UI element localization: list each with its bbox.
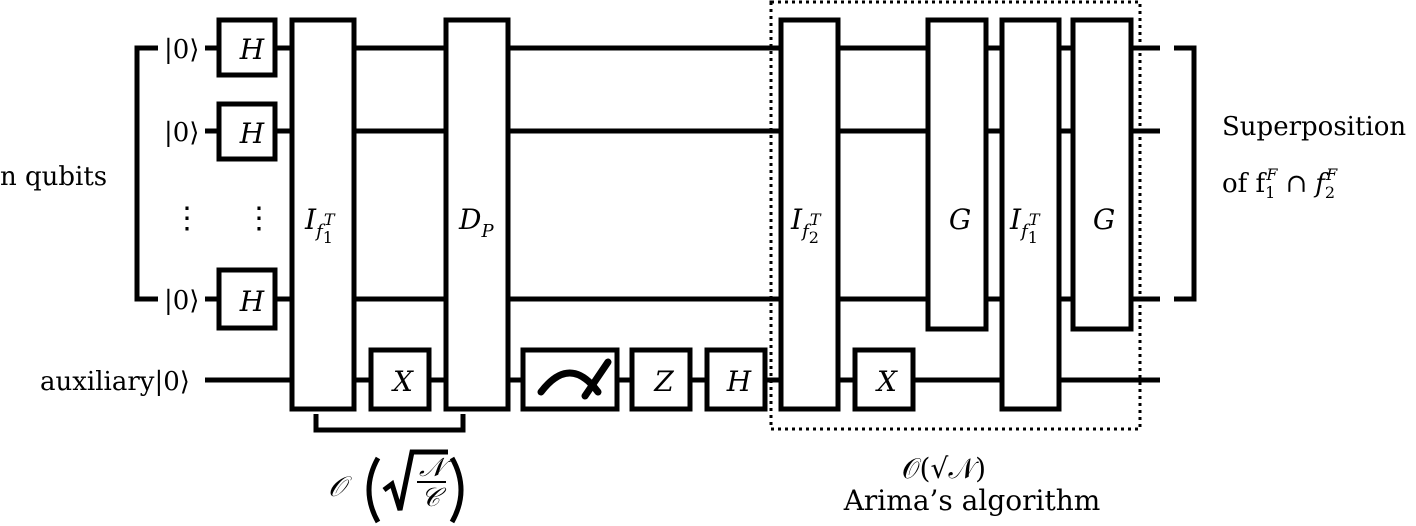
gate-label-h: H: [239, 117, 265, 150]
register-bracket-right: [1174, 45, 1197, 302]
gate-label-h: H: [239, 33, 265, 66]
auxiliary-label: auxiliary: [40, 367, 155, 397]
oracle-sup-t: T: [810, 210, 822, 229]
paren-right: [449, 456, 464, 524]
f1-superscript: F: [1265, 165, 1278, 184]
diffusion-p-subscript: P: [480, 221, 494, 242]
svg-text:If1T: If1T: [304, 203, 336, 247]
ket-zero-2: |0⟩: [164, 118, 199, 148]
oracle-sup-t: T: [324, 210, 336, 229]
oracle-gate-f1-first: If1T: [289, 17, 357, 412]
diffusion-d-letter: D: [458, 203, 481, 236]
hadamard-gate-qubit-1: H: [216, 17, 278, 78]
paren-left: [366, 456, 381, 524]
complexity-left-n: 𝒩: [419, 453, 452, 483]
oracle-gate-f1-second: If1T: [999, 17, 1062, 412]
grover-gate-first: G: [925, 17, 989, 332]
vdots-kets: ⋮: [172, 201, 202, 236]
svg-text:If2T: If2T: [790, 203, 822, 247]
oracle-sub-1: 1: [1028, 228, 1038, 247]
svg-text:auxiliary|0⟩: auxiliary|0⟩: [40, 367, 190, 397]
ket-zero-1: |0⟩: [164, 35, 199, 65]
gate-label-z: Z: [653, 365, 674, 398]
svg-text:If1T: If1T: [1009, 203, 1041, 247]
complexity-bracket-left: [313, 414, 466, 433]
sqrt-symbol: [382, 449, 448, 511]
n-qubits-label: n qubits: [0, 162, 107, 192]
complexity-right-annotation: 𝒪(√𝒩): [902, 452, 986, 485]
complexity-left-c: 𝒞: [421, 483, 447, 513]
oracle-i-letter: I: [790, 203, 803, 236]
gate-label-g: G: [1093, 203, 1115, 236]
hadamard-gate-qubit-n: H: [216, 267, 278, 331]
svg-text:of f1F∩f2F: of f1F∩f2F: [1222, 165, 1338, 202]
meter-needle: [581, 358, 612, 400]
complexity-left-o: 𝒪: [328, 470, 352, 503]
ket-zero-n: |0⟩: [164, 286, 199, 316]
arima-algorithm-label: Arima’s algorithm: [843, 484, 1101, 517]
grover-gate-second: G: [1070, 17, 1134, 332]
oracle-i-letter: I: [304, 203, 317, 236]
arima-algorithm-box: [769, 0, 1142, 431]
f2-subscript: 2: [1325, 183, 1335, 202]
hadamard-gate-auxiliary: H: [704, 347, 768, 412]
oracle-sup-t: T: [1029, 210, 1041, 229]
oracle-i-letter: I: [1009, 203, 1022, 236]
complexity-left-annotation: 𝒪 𝒩 𝒞: [328, 449, 464, 524]
intersection-symbol: ∩: [1285, 169, 1307, 199]
diffusion-gate-dp: DP: [443, 17, 511, 412]
x-gate-auxiliary-first: X: [368, 347, 432, 412]
register-bracket-left: [134, 45, 158, 302]
svg-text:n qubits: n qubits: [0, 162, 107, 192]
svg-text:DP: DP: [458, 203, 494, 242]
f1-subscript: 1: [1265, 183, 1275, 202]
gate-label-g: G: [949, 203, 971, 236]
gate-label-x: X: [391, 365, 414, 398]
vdots-hadamards: ⋮: [244, 201, 274, 236]
z-gate-auxiliary: Z: [629, 347, 693, 412]
measurement-gate: [520, 347, 620, 412]
f2-superscript: F: [1325, 165, 1338, 184]
ket-zero-auxiliary: |0⟩: [154, 367, 189, 397]
superposition-label: Superposition: [1222, 112, 1406, 142]
gate-label-x: X: [875, 365, 898, 398]
hadamard-gate-qubit-2: H: [216, 101, 278, 162]
oracle-gate-f2: If2T: [778, 17, 841, 412]
x-gate-auxiliary-second: X: [852, 347, 916, 412]
oracle-sub-1: 1: [323, 228, 333, 247]
gate-label-h: H: [726, 365, 752, 398]
oracle-sub-2: 2: [809, 228, 819, 247]
superposition-of-f: of f: [1222, 169, 1268, 199]
gate-label-h: H: [239, 285, 265, 318]
